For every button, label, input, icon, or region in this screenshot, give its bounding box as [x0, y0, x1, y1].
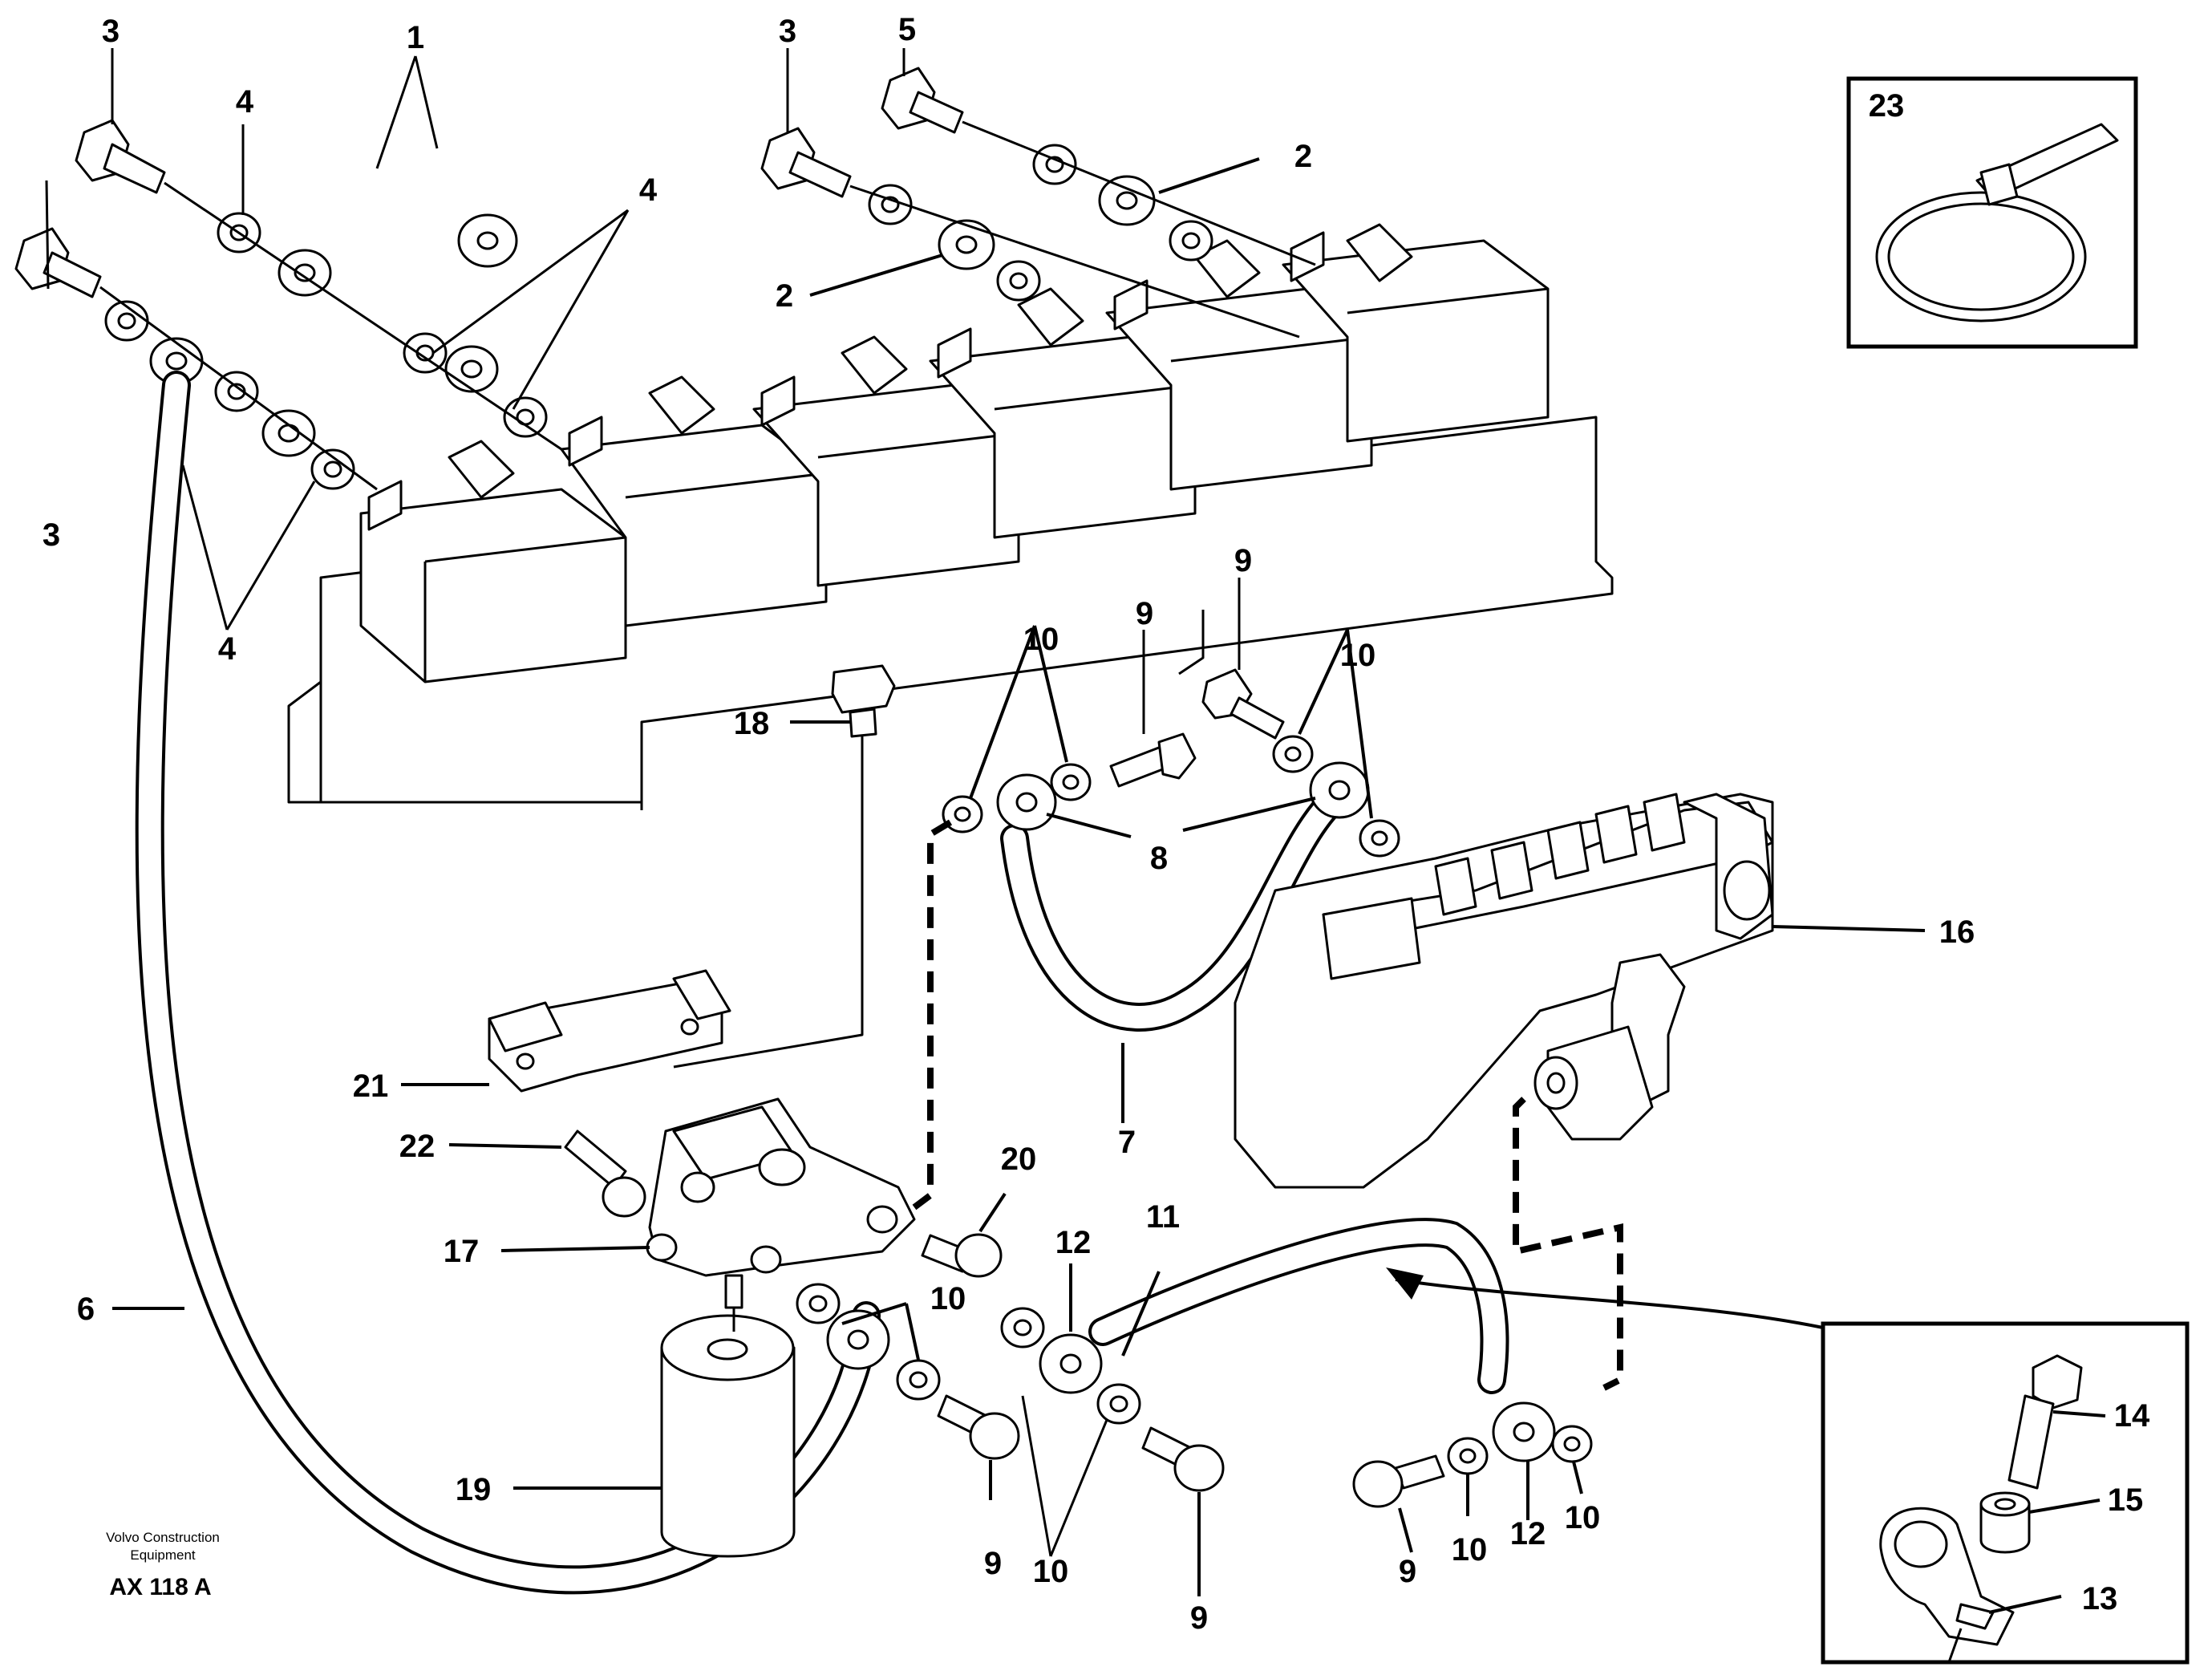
- fuel-hose-11: [1088, 1218, 1509, 1394]
- callout-10-d: 10: [1033, 1554, 1069, 1589]
- callout-3-a: 3: [102, 14, 120, 49]
- callout-22: 22: [399, 1129, 436, 1164]
- callout-4-a: 4: [236, 84, 254, 120]
- callout-2-a: 2: [1294, 139, 1312, 174]
- leader-lines: [45, 48, 2106, 1614]
- clamp-13: [1879, 1507, 2015, 1663]
- callout-10-c: 10: [930, 1281, 966, 1316]
- figure-code: AX 118 A: [109, 1574, 211, 1600]
- publisher-credit: Volvo Construction Equipment AX 118 A: [106, 1530, 220, 1600]
- banjo-fittings-12: [826, 1309, 1556, 1462]
- callout-23: 23: [1869, 88, 1905, 124]
- inset-cable-tie-23: [1846, 76, 2138, 349]
- bolt-22: [564, 1130, 646, 1218]
- callout-16: 16: [1939, 915, 1975, 950]
- callout-10-b: 10: [1340, 638, 1376, 673]
- callout-7: 7: [1118, 1125, 1136, 1160]
- callout-11: 11: [1146, 1199, 1180, 1235]
- callout-9-d: 9: [1190, 1600, 1208, 1636]
- inset-clamp-detail: [1386, 1267, 2190, 1665]
- fitting-path-7: [912, 819, 953, 1211]
- callout-21: 21: [353, 1069, 389, 1104]
- bolts-9-lower: [937, 1394, 1445, 1508]
- callout-17: 17: [444, 1234, 480, 1269]
- banjo-bolt-3b: [14, 227, 102, 298]
- callout-4-b: 4: [639, 172, 658, 208]
- callout-1: 1: [407, 20, 424, 55]
- callout-5: 5: [898, 12, 916, 47]
- fuel-hose-7: [1000, 788, 1346, 1032]
- bolt-18: [673, 664, 896, 1069]
- injector-cover-1: [359, 440, 627, 683]
- callout-9-a: 9: [1136, 596, 1153, 631]
- spacer-15: [1979, 1491, 2031, 1554]
- injector-cover-5: [1105, 239, 1373, 491]
- callout-10-e: 10: [1452, 1532, 1488, 1568]
- callout-9-b: 9: [1234, 543, 1252, 578]
- engine-block: [287, 223, 1614, 810]
- callout-numbers: 1 2 2 3 3 3 4 4 4 5 6 7 8 9 9 9 9 9 10 1…: [43, 12, 2150, 1636]
- bolt-axis-lines: [99, 120, 1316, 491]
- callout-8: 8: [1150, 841, 1168, 876]
- callout-12-b: 12: [1510, 1516, 1546, 1551]
- filter-head-17: [646, 1097, 916, 1309]
- callout-15: 15: [2108, 1482, 2144, 1518]
- callout-9-c: 9: [984, 1546, 1002, 1581]
- callout-3-b: 3: [779, 14, 796, 49]
- washers-10-lower: [796, 1283, 1593, 1475]
- injector-cover-4: [929, 287, 1197, 539]
- callout-9-e: 9: [1399, 1554, 1416, 1589]
- return-line-dashed: [1513, 1097, 1623, 1391]
- sealing-washers-top: [104, 144, 1213, 490]
- callout-10-f: 10: [1565, 1500, 1601, 1535]
- callout-2-b: 2: [776, 278, 793, 314]
- callout-6: 6: [77, 1292, 95, 1327]
- credit-line-1: Volvo Construction: [106, 1530, 220, 1545]
- callout-19: 19: [456, 1472, 492, 1507]
- banjo-bolt-3c: [760, 127, 852, 198]
- callout-4-c: 4: [218, 631, 237, 667]
- callout-12-a: 12: [1055, 1225, 1092, 1260]
- credit-line-2: Equipment: [130, 1547, 196, 1563]
- bolt-20: [921, 1233, 1003, 1278]
- banjo-fittings-8: [996, 761, 1370, 831]
- callout-10-a: 10: [1023, 622, 1059, 657]
- callout-13: 13: [2082, 1581, 2118, 1616]
- callout-14: 14: [2114, 1398, 2150, 1434]
- fuel-pipe-1-upper: [278, 156, 485, 413]
- callout-20: 20: [1001, 1142, 1037, 1177]
- pump-delivery-valves: [1434, 793, 1686, 916]
- injector-cover-3: [752, 335, 1020, 587]
- fuel-pipe-2-upper: [958, 116, 1127, 213]
- bolt-14: [2007, 1354, 2083, 1490]
- injection-pump-16: [1234, 793, 1774, 1189]
- bolts-9-upper: [1109, 668, 1285, 788]
- fuel-filter-19: [660, 1308, 796, 1558]
- callout-18: 18: [734, 706, 770, 741]
- bracket-21: [488, 969, 731, 1093]
- callout-3-c: 3: [43, 517, 60, 553]
- washers-10-upper: [942, 735, 1400, 858]
- banjo-bolt-3a: [75, 119, 166, 194]
- banjo-bolt-5: [881, 67, 964, 134]
- injector-cover-6: [1282, 223, 1550, 443]
